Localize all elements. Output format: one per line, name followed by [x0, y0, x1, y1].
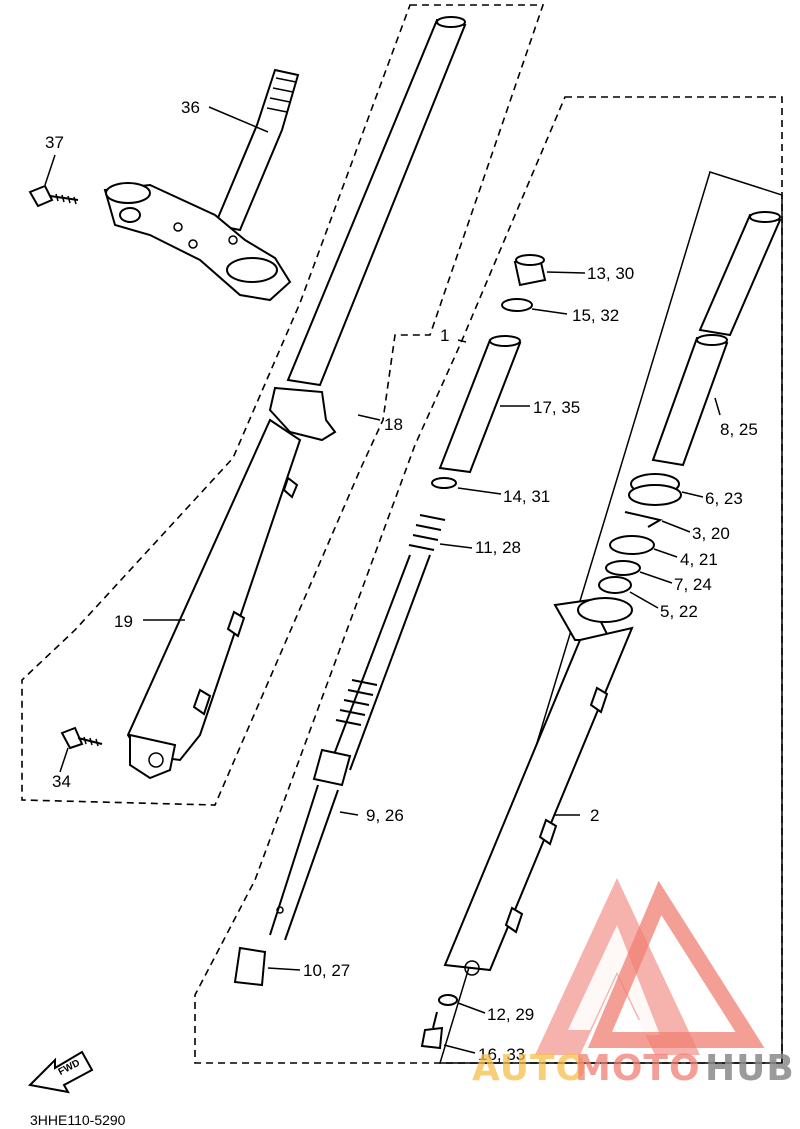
part-6-dust-seal — [628, 473, 682, 506]
part-10-oil-lock-piece — [233, 946, 267, 987]
svg-text:HUB: HUB — [705, 1048, 795, 1089]
svg-text:MOTO: MOTO — [575, 1048, 701, 1089]
part-16-drain-bolt — [420, 1011, 444, 1050]
part-15-oring — [501, 298, 533, 312]
label-11-28: 11, 28 — [475, 538, 521, 557]
watermark-logo — [535, 878, 765, 1055]
part-13-cap-bolt — [513, 254, 547, 287]
label-37: 37 — [45, 133, 64, 152]
part-8-inner-tube — [651, 211, 782, 467]
label-19: 19 — [114, 612, 133, 631]
part-17-spacer — [438, 335, 522, 474]
part-11-spring — [329, 514, 446, 771]
label-15-32: 15, 32 — [572, 306, 619, 325]
label-8-25: 8, 25 — [720, 420, 758, 439]
label-17-35: 17, 35 — [533, 398, 580, 417]
group-outline-18 — [21, 4, 545, 806]
part-9-damper-rod — [269, 748, 352, 941]
label-14-31: 14, 31 — [503, 487, 550, 506]
label-12-29: 12, 29 — [487, 1005, 534, 1024]
part-19-left-fork — [126, 16, 467, 780]
part-37-bolt — [28, 184, 79, 208]
label-2: 2 — [590, 806, 599, 825]
part-7-washer — [605, 560, 641, 576]
watermark-text: AUTO MOTO HUB — [472, 1048, 795, 1089]
label-18: 18 — [384, 415, 403, 434]
label-16-33: 16, 33 — [478, 1045, 525, 1064]
label-34: 34 — [52, 772, 71, 791]
label-5-22: 5, 22 — [660, 602, 698, 621]
label-13-30: 13, 30 — [587, 264, 634, 283]
label-36: 36 — [181, 98, 200, 117]
part-4-oil-seal — [609, 535, 655, 555]
part-14-washer — [431, 477, 457, 489]
part-5-bushing — [598, 576, 632, 594]
leader-lines — [44, 106, 721, 1054]
svg-text:AUTO: AUTO — [472, 1048, 587, 1089]
part-3-clip — [624, 511, 663, 528]
label-3-20: 3, 20 — [692, 524, 730, 543]
label-1: 1 — [440, 326, 449, 345]
label-9-26: 9, 26 — [366, 806, 404, 825]
part-34-bolt — [60, 726, 103, 750]
figure-code: 3HHE110-5290 — [30, 1112, 126, 1128]
label-6-23: 6, 23 — [705, 489, 743, 508]
label-7-24: 7, 24 — [674, 575, 712, 594]
part-36-steering-stem — [103, 68, 300, 302]
label-10-27: 10, 27 — [303, 961, 350, 980]
fwd-arrow-icon: FWD — [27, 1050, 94, 1094]
part-12-washer — [438, 994, 458, 1006]
label-4-21: 4, 21 — [680, 550, 718, 569]
group-outline-1 — [194, 96, 783, 1064]
part-2-outer-tube — [443, 597, 634, 976]
